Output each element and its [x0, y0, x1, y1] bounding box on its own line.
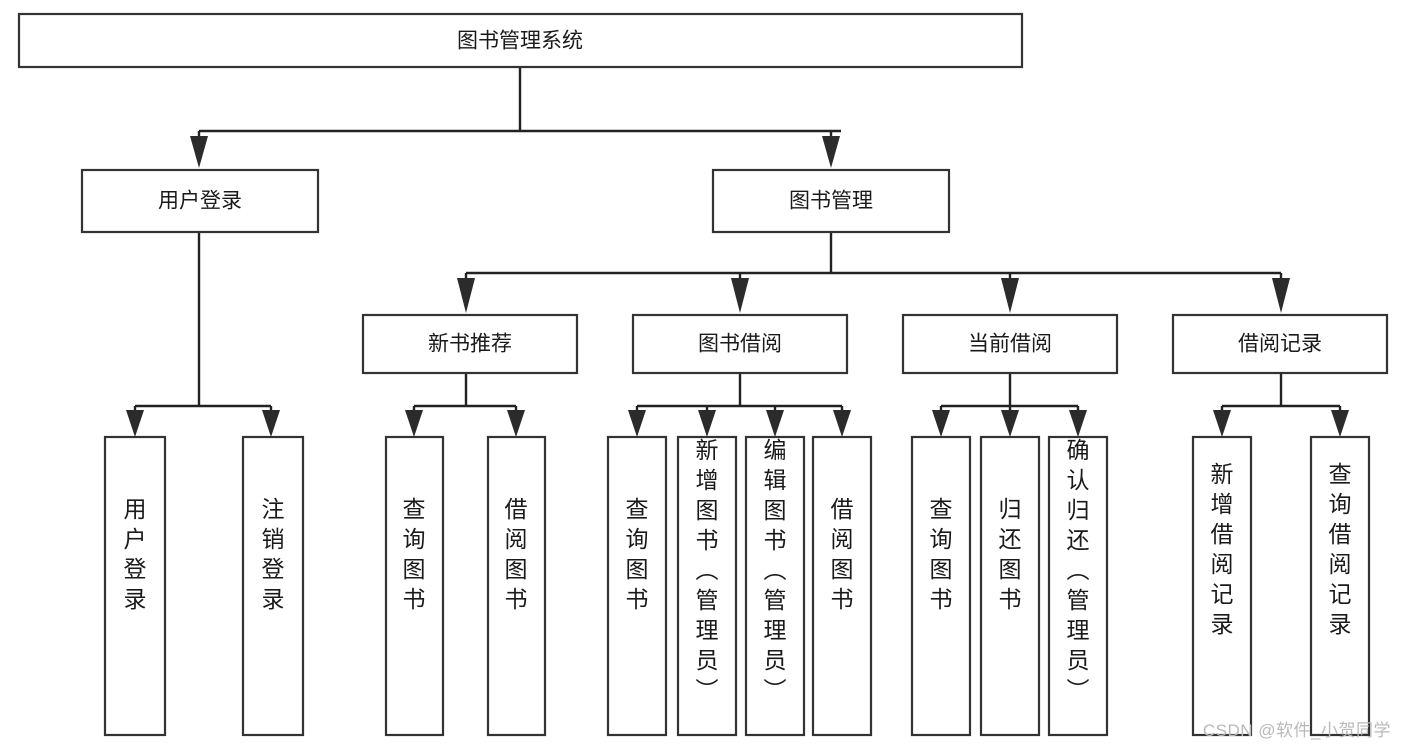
node-leaf-return-book[interactable]: 归还图书 — [979, 435, 1041, 737]
arrow-head-book-borrow — [731, 278, 749, 313]
node-leaf-return-book-box[interactable] — [979, 435, 1041, 737]
connector-group-current-borrow — [932, 373, 1087, 437]
node-leaf-add-record-box[interactable] — [1191, 435, 1253, 737]
arrow-head-leaf-edit-book — [766, 410, 784, 437]
connector-group-user-login — [126, 233, 280, 437]
arrow-head-leaf-query-book-1 — [405, 410, 423, 437]
node-current-borrow[interactable]: 当前借阅 — [901, 313, 1119, 375]
arrow-head-new-book-recommend — [457, 278, 475, 313]
node-user-login-label: 用户登录 — [158, 190, 242, 213]
node-leaf-query-book-3-box[interactable] — [910, 435, 972, 737]
node-leaf-user-logout[interactable]: 注销登录 — [241, 435, 305, 737]
connector-group-book-manage — [457, 233, 1290, 313]
node-leaf-query-book-2[interactable]: 查询图书 — [606, 435, 668, 737]
arrow-head-leaf-add-book — [698, 410, 716, 437]
connector-group-new-book-recommend — [405, 373, 525, 437]
node-leaf-query-book-1-box[interactable] — [384, 435, 445, 737]
node-leaf-query-book-2-label: 查询图书 — [626, 496, 649, 612]
node-leaf-user-login[interactable]: 用户登录 — [103, 435, 167, 737]
node-book-manage-box[interactable] — [711, 168, 951, 234]
node-leaf-edit-book-box[interactable] — [744, 435, 806, 737]
node-leaf-add-record-label: 新增借阅记录 — [1211, 461, 1234, 637]
arrow-head-leaf-user-login — [126, 410, 144, 437]
node-leaf-return-book-label: 归还图书 — [999, 496, 1022, 612]
node-leaf-query-record-label: 查询借阅记录 — [1329, 461, 1352, 637]
node-borrow-record-box[interactable] — [1171, 313, 1389, 375]
node-leaf-query-record[interactable]: 查询借阅记录 — [1309, 435, 1371, 737]
arrow-head-current-borrow — [1001, 278, 1019, 313]
arrow-head-leaf-query-record — [1331, 410, 1349, 437]
node-leaf-add-record[interactable]: 新增借阅记录 — [1191, 435, 1253, 737]
node-leaf-confirm-return-label: 确认归还︵管理员︶ — [1067, 437, 1090, 703]
node-book-manage[interactable]: 图书管理 — [711, 168, 951, 234]
node-leaf-user-logout-box[interactable] — [241, 435, 305, 737]
node-leaf-query-book-3[interactable]: 查询图书 — [910, 435, 972, 737]
node-current-borrow-box[interactable] — [901, 313, 1119, 375]
node-root[interactable]: 图书管理系统 — [17, 12, 1024, 69]
arrow-head-leaf-add-record — [1213, 410, 1231, 437]
connector-group-root — [190, 67, 841, 168]
node-leaf-add-book-box[interactable] — [676, 435, 738, 737]
node-leaf-edit-book-label: 编辑图书︵管理员︶ — [764, 437, 787, 703]
arrow-head-leaf-borrow-book-1 — [507, 410, 525, 437]
node-book-borrow[interactable]: 图书借阅 — [631, 313, 849, 375]
connector-group-book-borrow — [628, 373, 851, 437]
node-leaf-borrow-book-2[interactable]: 借阅图书 — [811, 435, 873, 737]
arrow-head-leaf-borrow-book-2 — [833, 410, 851, 437]
arrow-head-leaf-confirm-return — [1069, 410, 1087, 437]
node-leaf-borrow-book-1[interactable]: 借阅图书 — [486, 435, 547, 737]
node-leaf-query-book-1[interactable]: 查询图书 — [384, 435, 445, 737]
node-leaf-confirm-return[interactable]: 确认归还︵管理员︶ — [1047, 435, 1109, 737]
node-leaf-borrow-book-1-box[interactable] — [486, 435, 547, 737]
node-leaf-add-book[interactable]: 新增图书︵管理员︶ — [676, 435, 738, 737]
arrow-head-borrow-record — [1272, 278, 1290, 313]
node-root-label: 图书管理系统 — [457, 30, 583, 53]
node-leaf-user-login-box[interactable] — [103, 435, 167, 737]
node-root-box[interactable] — [17, 12, 1024, 69]
node-book-borrow-box[interactable] — [631, 313, 849, 375]
node-current-borrow-label: 当前借阅 — [968, 333, 1052, 356]
arrow-head-leaf-query-book-3 — [932, 410, 950, 437]
connector-group-borrow-record — [1213, 373, 1349, 437]
arrow-head-leaf-user-logout — [262, 410, 280, 437]
node-new-book-recommend[interactable]: 新书推荐 — [361, 313, 579, 375]
node-new-book-recommend-label: 新书推荐 — [428, 333, 512, 356]
node-leaf-user-login-label: 用户登录 — [124, 496, 147, 612]
node-user-login[interactable]: 用户登录 — [80, 168, 320, 234]
node-leaf-borrow-book-2-box[interactable] — [811, 435, 873, 737]
node-leaf-borrow-book-2-label: 借阅图书 — [831, 496, 854, 612]
arrow-head-user-login — [190, 136, 208, 168]
node-leaf-query-book-1-label: 查询图书 — [403, 496, 426, 612]
node-leaf-borrow-book-1-label: 借阅图书 — [505, 496, 528, 612]
arrow-head-leaf-return-book — [1001, 410, 1019, 437]
node-leaf-edit-book[interactable]: 编辑图书︵管理员︶ — [744, 435, 806, 737]
arrow-head-book-manage — [822, 136, 840, 168]
arrow-head-leaf-query-book-2 — [628, 410, 646, 437]
node-book-manage-label: 图书管理 — [789, 190, 873, 213]
node-leaf-query-book-3-label: 查询图书 — [930, 496, 953, 612]
node-leaf-query-book-2-box[interactable] — [606, 435, 668, 737]
node-new-book-recommend-box[interactable] — [361, 313, 579, 375]
watermark: CSDN @软件_小贺同学 — [1202, 721, 1391, 740]
node-leaf-confirm-return-box[interactable] — [1047, 435, 1109, 737]
node-user-login-box[interactable] — [80, 168, 320, 234]
node-leaf-user-logout-label: 注销登录 — [262, 496, 285, 612]
node-book-borrow-label: 图书借阅 — [698, 333, 782, 356]
node-borrow-record-label: 借阅记录 — [1238, 333, 1322, 356]
node-leaf-query-record-box[interactable] — [1309, 435, 1371, 737]
node-leaf-add-book-label: 新增图书︵管理员︶ — [696, 437, 719, 703]
node-borrow-record[interactable]: 借阅记录 — [1171, 313, 1389, 375]
